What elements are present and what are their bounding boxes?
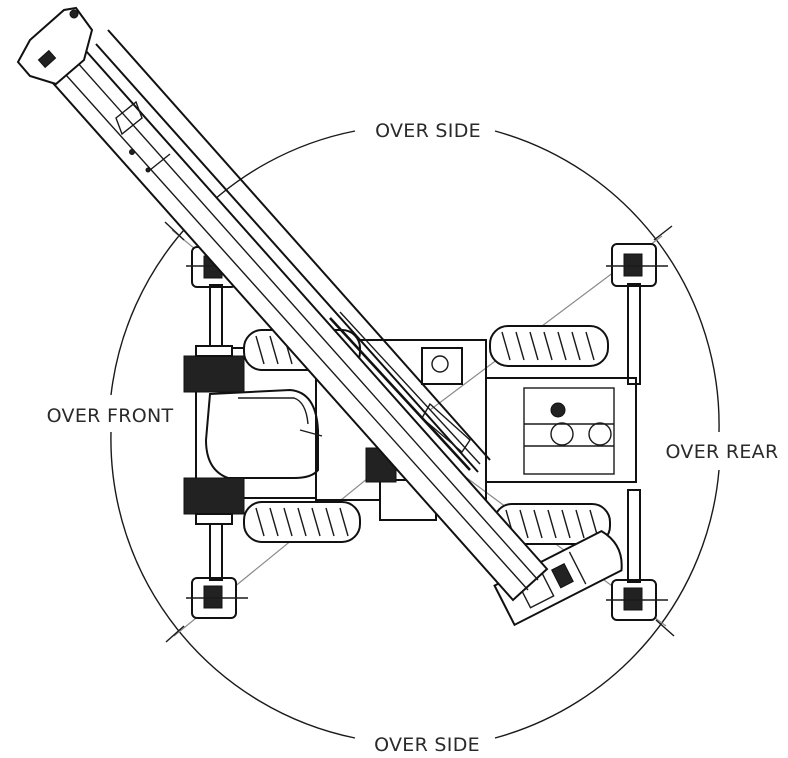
telescopic-boom [26,22,549,602]
over-rear-label: OVER REAR [666,441,779,463]
front-bumper-blocks [183,345,245,525]
operator-cab [204,388,323,479]
over-front-label: OVER FRONT [47,405,174,427]
lift-cylinder [329,311,481,471]
wheel-front-right [243,501,361,543]
turntable [365,347,463,521]
counterweight [493,530,623,627]
outrigger-rear-left [606,243,668,385]
outrigger-front-right [186,517,248,619]
wheel-rear-left [489,325,609,367]
over-side-bottom-label: OVER SIDE [374,734,480,756]
outrigger-rear-right [606,489,668,621]
over-side-top-label: OVER SIDE [375,120,481,142]
boom-head [16,6,94,86]
